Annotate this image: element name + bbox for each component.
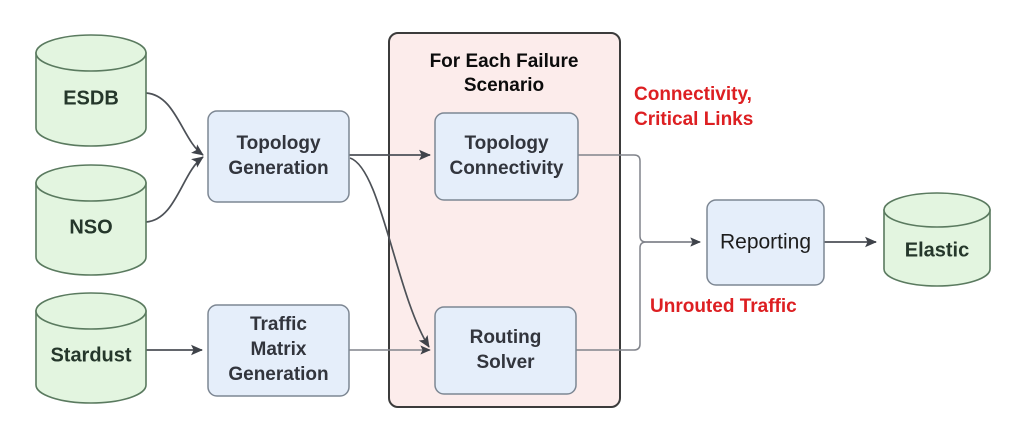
elastic-cylinder-top [883,192,991,228]
node-elastic[interactable]: Elastic [883,192,991,287]
esdb-label: ESDB [63,87,119,109]
edge-esdb-to-topology-generation [145,92,204,156]
node-topology-generation[interactable]: Topology Generation [207,110,350,203]
node-stardust[interactable]: Stardust [35,292,147,404]
nso-cylinder-body [35,182,147,276]
topology-connectivity-label-line-2: Connectivity [449,158,563,179]
topology-generation-label-line-2: Generation [228,158,328,179]
node-topology-connectivity[interactable]: Topology Connectivity [434,112,579,201]
elastic-cylinder-body [883,209,991,287]
esdb-cylinder-top [35,34,147,72]
node-routing-solver[interactable]: Routing Solver [434,306,577,395]
annotation-unrouted-traffic-line-1: Unrouted Traffic [650,296,797,317]
topology-connectivity-label-line-1: Topology [464,133,549,154]
group-title-line-1: For Each Failure [430,51,579,72]
reporting-box [706,199,825,286]
topology-connectivity-box [434,112,579,201]
group-title-line-2: Scenario [464,75,544,96]
node-esdb[interactable]: ESDB [35,34,147,147]
node-nso[interactable]: NSO [35,164,147,276]
annotation-unrouted-traffic: Unrouted Traffic [650,296,797,317]
edge-routing-solver-to-reporting [575,237,701,351]
routing-solver-label-line-1: Routing [470,327,542,348]
routing-solver-box [434,306,577,395]
reporting-label: Reporting [720,231,811,254]
traffic-matrix-generation-box [207,304,350,397]
edge-nso-to-topology-generation [145,156,204,223]
topology-generation-box [207,110,350,203]
annotation-connectivity-line-2: Critical Links [634,109,753,130]
stardust-cylinder-top [35,292,147,330]
nso-label: NSO [69,216,112,238]
routing-solver-label-line-2: Solver [476,352,535,373]
topology-generation-label-line-1: Topology [236,133,321,154]
elastic-label: Elastic [905,239,969,261]
traffic-matrix-generation-label-line-2: Matrix [251,339,307,360]
edge-topology-generation-to-routing-solver [349,157,430,348]
traffic-matrix-generation-label-line-3: Generation [228,364,328,385]
traffic-matrix-generation-label-line-1: Traffic [250,314,307,335]
node-reporting[interactable]: Reporting [706,199,825,286]
stardust-label: Stardust [50,344,131,366]
nso-cylinder-top [35,164,147,202]
stardust-cylinder-body [35,310,147,404]
esdb-cylinder-body [35,52,147,147]
annotation-connectivity-line-1: Connectivity, [634,84,752,105]
annotation-connectivity-critical-links: Connectivity, Critical Links [634,84,753,130]
node-traffic-matrix-generation[interactable]: Traffic Matrix Generation [207,304,350,397]
